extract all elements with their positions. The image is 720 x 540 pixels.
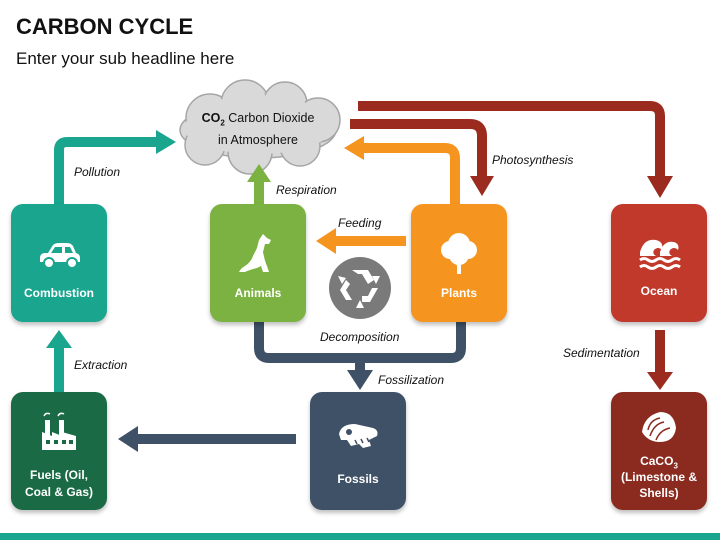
- tree-icon: [441, 233, 477, 274]
- fuels-node: Fuels (Oil, Coal & Gas): [11, 392, 107, 510]
- feeding-arrow: [334, 236, 406, 246]
- dog-icon: [239, 234, 271, 272]
- co2-formula: CO2: [201, 111, 225, 128]
- fossils-label: Fossils: [337, 472, 379, 486]
- pollution-label: Pollution: [74, 165, 121, 179]
- ocean-node: Ocean: [611, 204, 707, 322]
- pollution-arrow: [54, 137, 158, 204]
- factory-icon: [42, 412, 76, 450]
- caco3-label-line1: CaCO3: [640, 454, 678, 471]
- plants-node: Plants: [411, 204, 507, 322]
- respiration-arrow: [254, 178, 264, 204]
- caco3-label-line3: Shells): [639, 486, 679, 500]
- fossil-to-fuel-arrow: [136, 434, 296, 444]
- animals-label: Animals: [234, 286, 282, 300]
- ocean-absorption-arrow: [358, 101, 665, 178]
- page-subtitle: Enter your sub headline here: [16, 49, 235, 68]
- extraction-arrow: [54, 346, 64, 392]
- combustion-node: Combustion: [11, 204, 107, 322]
- fossils-node: Fossils: [310, 392, 406, 510]
- extraction-label: Extraction: [74, 358, 128, 372]
- fuels-label-line1: Fuels (Oil,: [29, 468, 88, 482]
- wave-icon: [639, 239, 681, 270]
- fuels-label-line2: Coal & Gas): [24, 485, 93, 499]
- feeding-label: Feeding: [338, 216, 382, 230]
- combustion-label: Combustion: [24, 286, 94, 300]
- photosynthesis-label: Photosynthesis: [492, 153, 574, 167]
- fossilization-label: Fossilization: [378, 373, 445, 387]
- car-icon: [40, 243, 80, 269]
- dinosaur-skull-icon: [339, 424, 378, 448]
- animals-node: Animals: [210, 204, 306, 322]
- recycle-icon: [329, 257, 391, 319]
- cloud-line1: Carbon Dioxide: [228, 111, 315, 125]
- bottom-accent-bar: [0, 533, 720, 540]
- sedimentation-label: Sedimentation: [563, 346, 640, 360]
- plants-label: Plants: [440, 286, 477, 300]
- shell-icon: [642, 412, 676, 442]
- caco3-label-line2: (Limestone &: [620, 470, 697, 484]
- cloud-label: CO2 Carbon Dioxide in Atmosphere: [188, 110, 328, 148]
- page-title: CARBON CYCLE: [16, 14, 194, 39]
- decomposition-label: Decomposition: [320, 330, 400, 344]
- cloud-line2: in Atmosphere: [218, 132, 298, 147]
- ocean-label: Ocean: [640, 284, 678, 298]
- plants-to-air-arrow: [362, 143, 460, 204]
- sedimentation-arrow: [655, 330, 665, 376]
- respiration-label: Respiration: [276, 183, 337, 197]
- caco3-node: CaCO3 (Limestone & Shells): [611, 392, 707, 510]
- photosynthesis-arrow: [350, 119, 487, 178]
